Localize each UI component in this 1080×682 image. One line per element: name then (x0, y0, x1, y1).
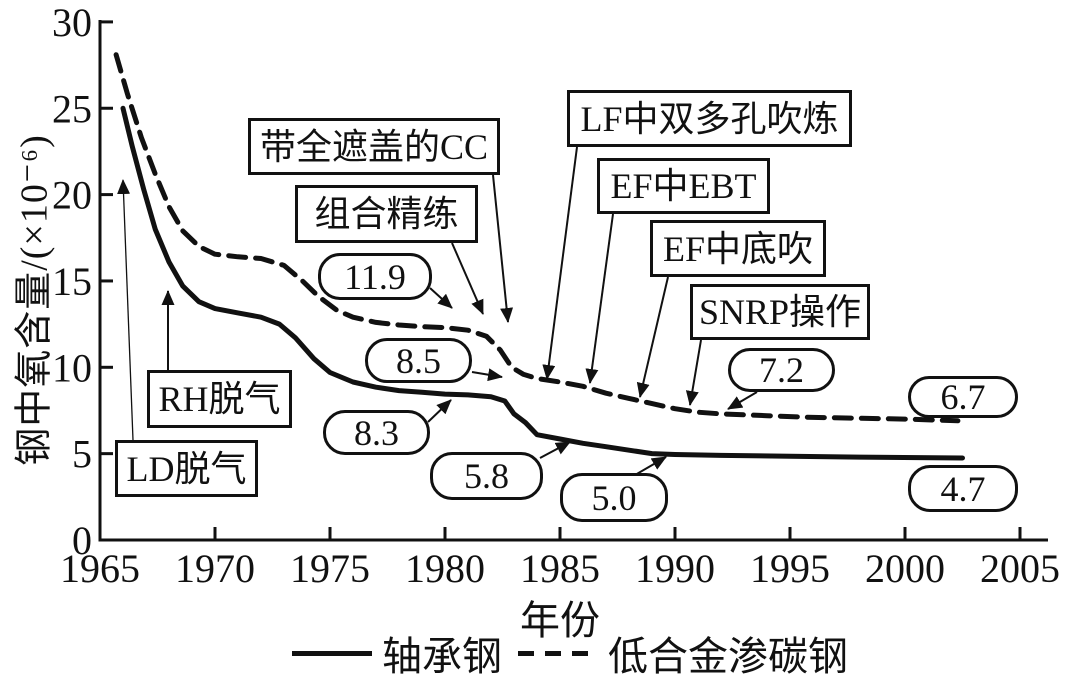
annotation-ef-bottom-blowing: EF中底吹 (650, 220, 826, 277)
callout-8-5-arrow (471, 368, 503, 382)
x-tick-label: 1990 (635, 546, 715, 591)
callout-11-9-arrow (429, 287, 453, 309)
x-tick-label: 1985 (520, 546, 600, 591)
lf-dual-multi-hole-blowing-arrow (542, 146, 578, 380)
annotation-full-cover-cc: 带全遮盖的CC (248, 118, 500, 175)
x-tick-label: 1965 (60, 546, 140, 591)
annotation-callout-5-8: 5.8 (430, 452, 543, 500)
annotation-snrp-operation: SNRP操作 (690, 284, 870, 340)
annotation-callout-6-7: 6.7 (908, 376, 1018, 418)
callout-7-2-arrow (727, 391, 758, 410)
y-axis-title: 钢中氧含量/(×10⁻⁶) (13, 134, 56, 466)
x-axis-title: 年份 (520, 598, 600, 643)
x-tick-label: 2005 (980, 546, 1060, 591)
annotation-callout-8-5: 8.5 (365, 338, 472, 383)
dashed-line-sample (518, 650, 598, 656)
y-tick-label: 30 (52, 0, 92, 45)
y-tick-label: 20 (52, 173, 92, 218)
callout-8-3-arrow (427, 399, 452, 423)
annotation-combined-refining: 组合精练 (295, 185, 478, 243)
series-line-low-alloy-carburized-steel (113, 52, 961, 424)
series-line-bearing-steel (120, 105, 965, 461)
solid-line-sample (292, 650, 372, 656)
annotation-rh-degassing: RH脱气 (147, 370, 292, 428)
x-tick-label: 1970 (175, 546, 255, 591)
ef-ebt-arrow (585, 213, 614, 384)
y-tick-label: 5 (72, 432, 92, 477)
annotation-ef-ebt: EF中EBT (597, 158, 770, 214)
callout-5-8-arrow (539, 441, 571, 459)
combined-refining-arrow (451, 242, 484, 315)
annotation-callout-4-7: 4.7 (908, 465, 1018, 512)
annotation-ld-degassing: LD脱气 (115, 440, 258, 497)
y-tick-label: 0 (72, 518, 92, 563)
annotation-callout-8-3: 8.3 (323, 410, 430, 455)
annotation-callout-5-0: 5.0 (560, 473, 668, 522)
legend: 轴承钢 低合金渗碳钢 (60, 624, 1080, 682)
x-tick-label: 2000 (865, 546, 945, 591)
legend-item-bearing-steel: 轴承钢 (292, 624, 502, 682)
annotation-callout-11-9: 11.9 (318, 253, 432, 300)
snrp-operation-arrow (685, 339, 702, 406)
y-tick-label: 25 (52, 86, 92, 131)
x-tick-label: 1995 (750, 546, 830, 591)
ef-bottom-blowing-arrow (636, 276, 669, 398)
ld-degassing-arrow (117, 179, 134, 441)
annotation-callout-7-2: 7.2 (728, 348, 835, 392)
legend-item-low-alloy-carburized-steel: 低合金渗碳钢 (518, 624, 848, 682)
y-tick-label: 10 (52, 345, 92, 390)
annotation-lf-dual-multi-hole-blowing: LF中双多孔吹炼 (567, 90, 852, 147)
full-cover-cc-arrow (492, 174, 514, 323)
x-tick-label: 1980 (405, 546, 485, 591)
x-tick-label: 1975 (290, 546, 370, 591)
legend-label-low-alloy-carburized-steel: 低合金渗碳钢 (608, 634, 848, 679)
callout-5-0-arrow (634, 456, 667, 476)
legend-label-bearing-steel: 轴承钢 (382, 634, 502, 679)
y-tick-label: 15 (52, 259, 92, 304)
